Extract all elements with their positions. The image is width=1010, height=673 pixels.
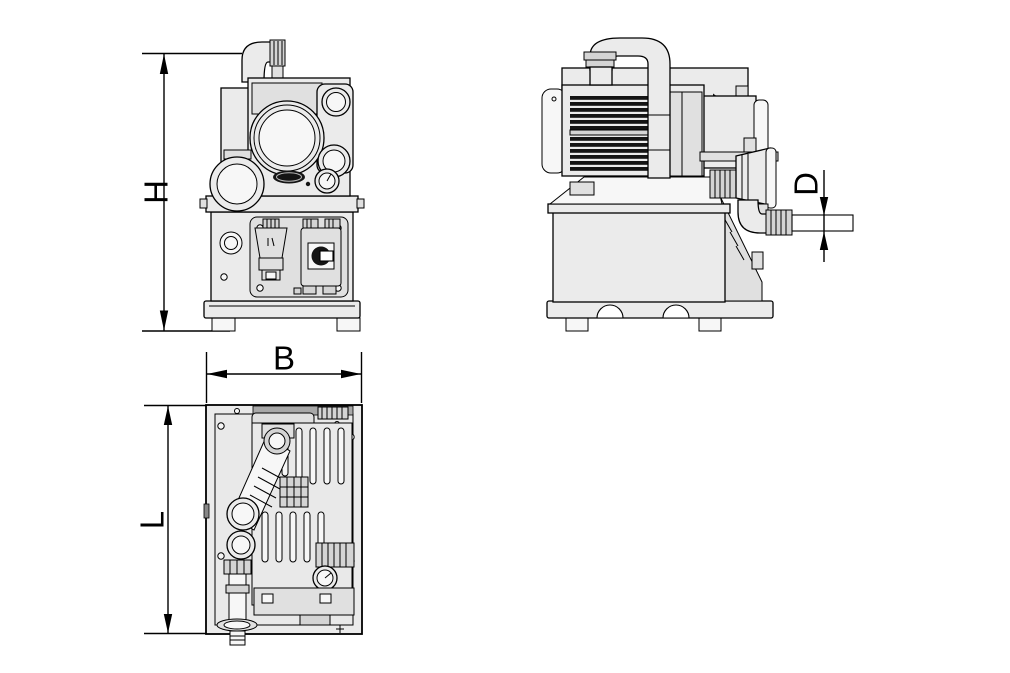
top-view (203, 404, 363, 646)
dimension-label-d: D (788, 172, 825, 196)
side-foot-right (698, 317, 722, 332)
drain-valve (216, 559, 258, 646)
dimension-height: H (138, 52, 242, 332)
front-foot-right (336, 317, 361, 332)
side-foot-left (565, 317, 589, 332)
rotary-main-switch (293, 218, 342, 295)
dimension-length: L (134, 404, 214, 635)
dimension-label-l: L (134, 511, 171, 529)
terminal-strip (315, 542, 355, 568)
dimension-width: B (205, 340, 363, 403)
arrowhead-left (207, 369, 227, 379)
terminal-block (279, 476, 309, 508)
arrowhead-up (159, 54, 169, 74)
vent-slots-lower (261, 511, 325, 563)
arrowhead-down (159, 310, 169, 331)
bottom-tray (253, 587, 355, 633)
motor (541, 84, 705, 177)
power-connector (254, 218, 288, 281)
top-grille (317, 406, 349, 420)
side-overhead-pipe (583, 37, 671, 179)
arrowhead-down (163, 614, 173, 633)
outlet-pipe (791, 214, 854, 232)
dimension-label-h: H (138, 180, 175, 204)
front-base-plate (203, 300, 361, 319)
vacuum-gauge (314, 168, 340, 194)
top-suction-hose (226, 423, 295, 560)
collection-tank (552, 210, 726, 303)
arrowhead-right (341, 369, 361, 379)
front-view (199, 39, 365, 332)
dimension-diameter: D (788, 170, 829, 262)
front-exhaust-elbow (241, 39, 286, 83)
exhaust-outlet (699, 147, 854, 236)
front-foot-left (211, 317, 236, 332)
side-base-plate (546, 300, 774, 319)
arrowhead-up (819, 231, 829, 250)
arrowhead-down (819, 197, 829, 216)
arrowhead-up (163, 406, 173, 425)
side-view (541, 37, 854, 332)
dimension-label-b: B (273, 340, 295, 377)
cooling-fins (569, 96, 654, 171)
